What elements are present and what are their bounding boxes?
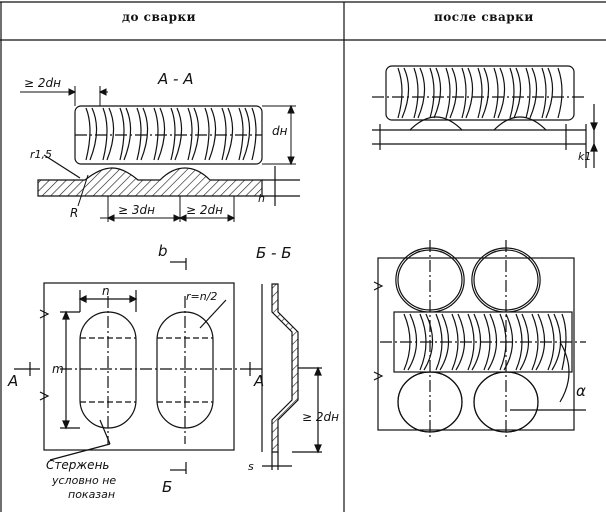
dim-dn-aa	[262, 104, 296, 166]
label-min-2dn: ≥ 2dн	[186, 203, 223, 217]
welded-plan-view	[373, 240, 586, 440]
label-b-bottom: Б	[162, 478, 173, 496]
label-r15: r1,5	[30, 148, 53, 161]
header-after-welding: после сварки	[434, 10, 534, 24]
label-min-2dn-vert: ≥ 2dн	[302, 410, 339, 424]
label-rod-note-3: показан	[68, 488, 116, 501]
section-bb	[261, 283, 322, 470]
label-h: h	[258, 192, 265, 205]
label-k1: k1	[578, 150, 592, 163]
dim-spacing-aa	[77, 174, 236, 222]
plate-section-aa	[37, 154, 300, 206]
label-alpha: α	[576, 382, 586, 400]
label-m: m	[52, 362, 64, 376]
plate-plan	[14, 258, 262, 474]
label-min-edge: ≥ 2dн	[24, 76, 61, 90]
label-r-n2: r=n/2	[186, 290, 218, 303]
label-R: R	[70, 206, 79, 220]
label-dn: dн	[272, 124, 288, 138]
label-rod-note-1: Стержень	[46, 458, 110, 472]
label-b-top: b	[158, 242, 168, 260]
welded-side-view	[372, 65, 598, 168]
header-before-welding: до сварки	[122, 10, 197, 24]
label-section-bb: Б - Б	[256, 244, 292, 262]
label-n: n	[102, 284, 110, 298]
label-s: s	[248, 460, 254, 473]
rebar-side-view-aa	[74, 105, 263, 165]
label-A-right: А	[254, 372, 265, 390]
label-rod-note-2: условно не	[52, 474, 117, 487]
label-section-aa: А - А	[158, 70, 194, 88]
label-A-left: А	[8, 372, 19, 390]
dim-edge-aa	[20, 86, 108, 106]
label-min-3dn: ≥ 3dн	[118, 203, 155, 217]
